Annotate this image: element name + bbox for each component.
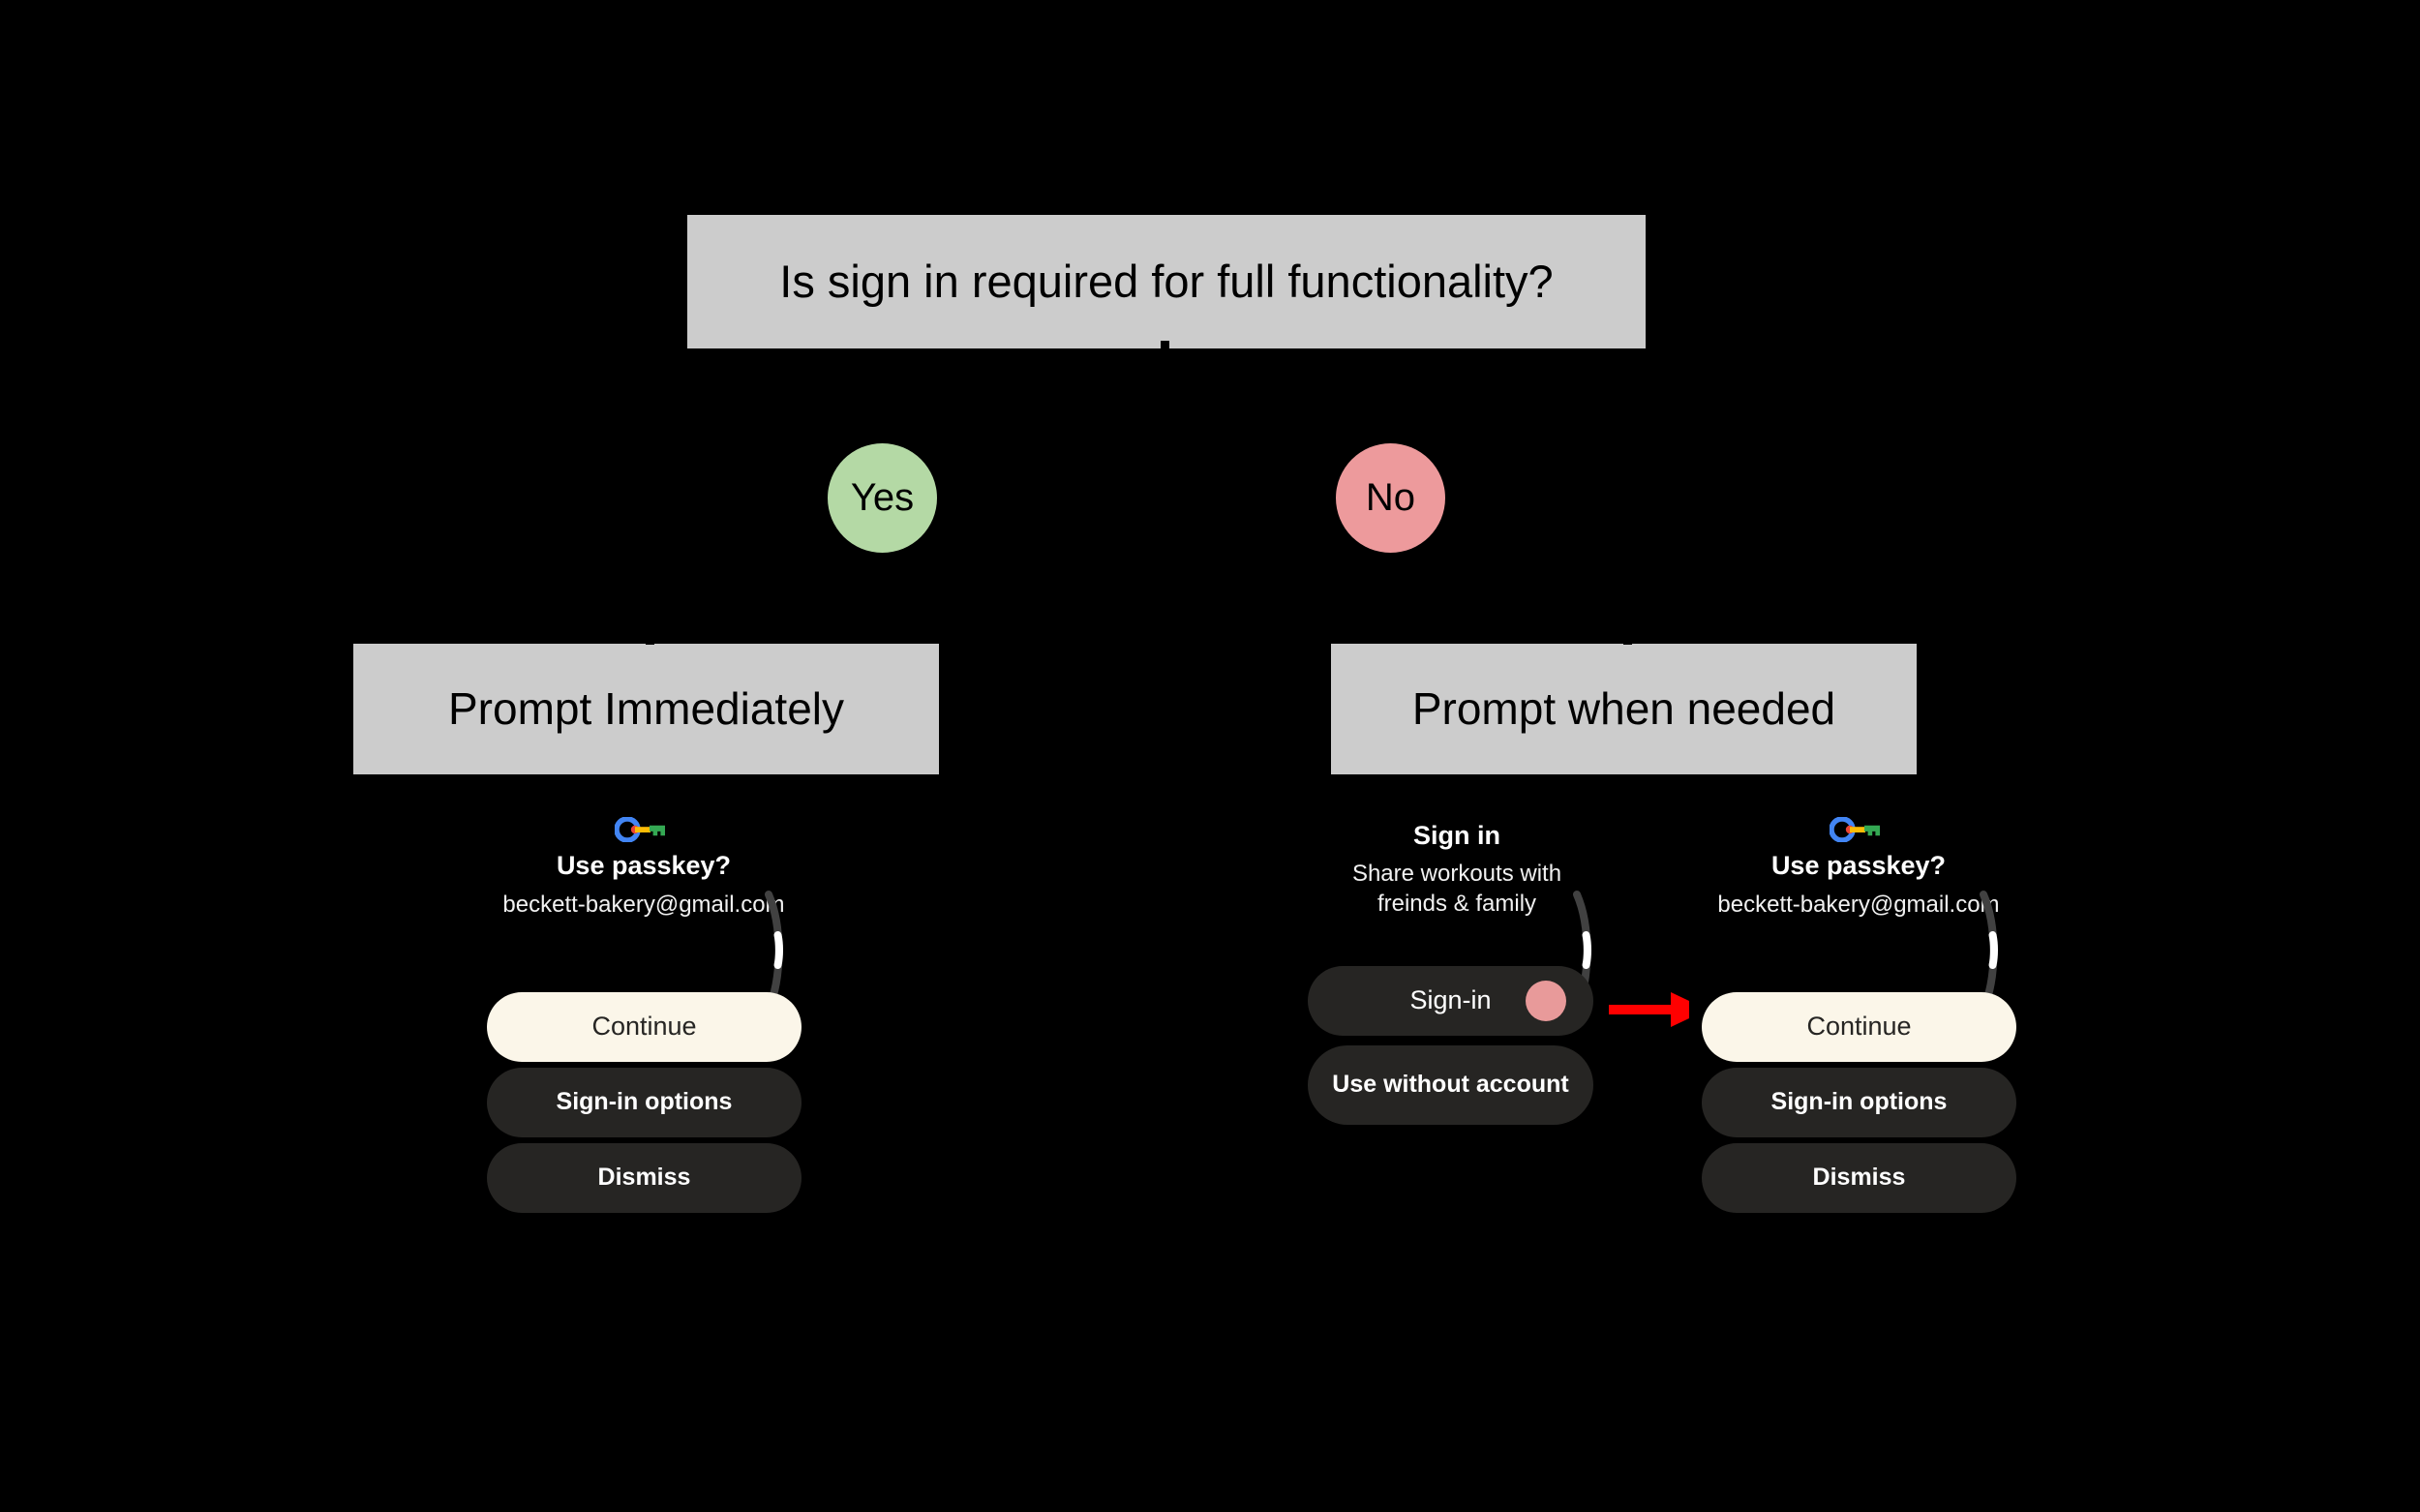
dismiss-button[interactable]: Dismiss: [1702, 1143, 2016, 1213]
connector-stub-left: [646, 637, 654, 645]
sign-in-options-button[interactable]: Sign-in options: [487, 1068, 802, 1137]
continue-button[interactable]: Continue: [487, 992, 802, 1062]
outcome-box-prompt-immediately: Prompt Immediately: [353, 644, 939, 774]
mock-subtitle: beckett-bakery@gmail.com: [502, 892, 785, 918]
use-without-account-button[interactable]: Use without account: [1308, 1045, 1593, 1125]
mock-screen-left-passkey: Use passkey? beckett-bakery@gmail.com Co…: [474, 803, 813, 1307]
sign-in-button-label: Sign-in: [1409, 985, 1492, 1015]
dismiss-button[interactable]: Dismiss: [487, 1143, 802, 1213]
sign-in-options-button[interactable]: Sign-in options: [1702, 1068, 2016, 1137]
google-passkey-icon: [1829, 816, 1886, 843]
connector-stub-question: [1161, 341, 1169, 348]
mock-subtitle: beckett-bakery@gmail.com: [1717, 892, 2000, 918]
continue-button[interactable]: Continue: [1702, 992, 2016, 1062]
google-passkey-icon: [614, 816, 671, 843]
sign-in-button[interactable]: Sign-in: [1308, 966, 1593, 1036]
sign-in-avatar-dot: [1526, 981, 1566, 1021]
mock-screen-middle-signin: Sign in Share workouts with freinds & fa…: [1302, 803, 1612, 1307]
branch-bubble-yes: Yes: [828, 443, 937, 553]
decision-question-box: Is sign in required for full functionali…: [687, 215, 1646, 348]
mock-title: Use passkey?: [556, 851, 732, 880]
mock-title: Sign in: [1413, 821, 1500, 850]
branch-bubble-no: No: [1336, 443, 1445, 553]
mock-screen-right-passkey: Use passkey? beckett-bakery@gmail.com Co…: [1689, 803, 2028, 1307]
connector-stub-right: [1623, 637, 1632, 645]
mock-subtitle: Share workouts with freinds & family: [1351, 861, 1562, 917]
outcome-box-prompt-when-needed: Prompt when needed: [1331, 644, 1917, 774]
mock-title: Use passkey?: [1770, 851, 1947, 880]
